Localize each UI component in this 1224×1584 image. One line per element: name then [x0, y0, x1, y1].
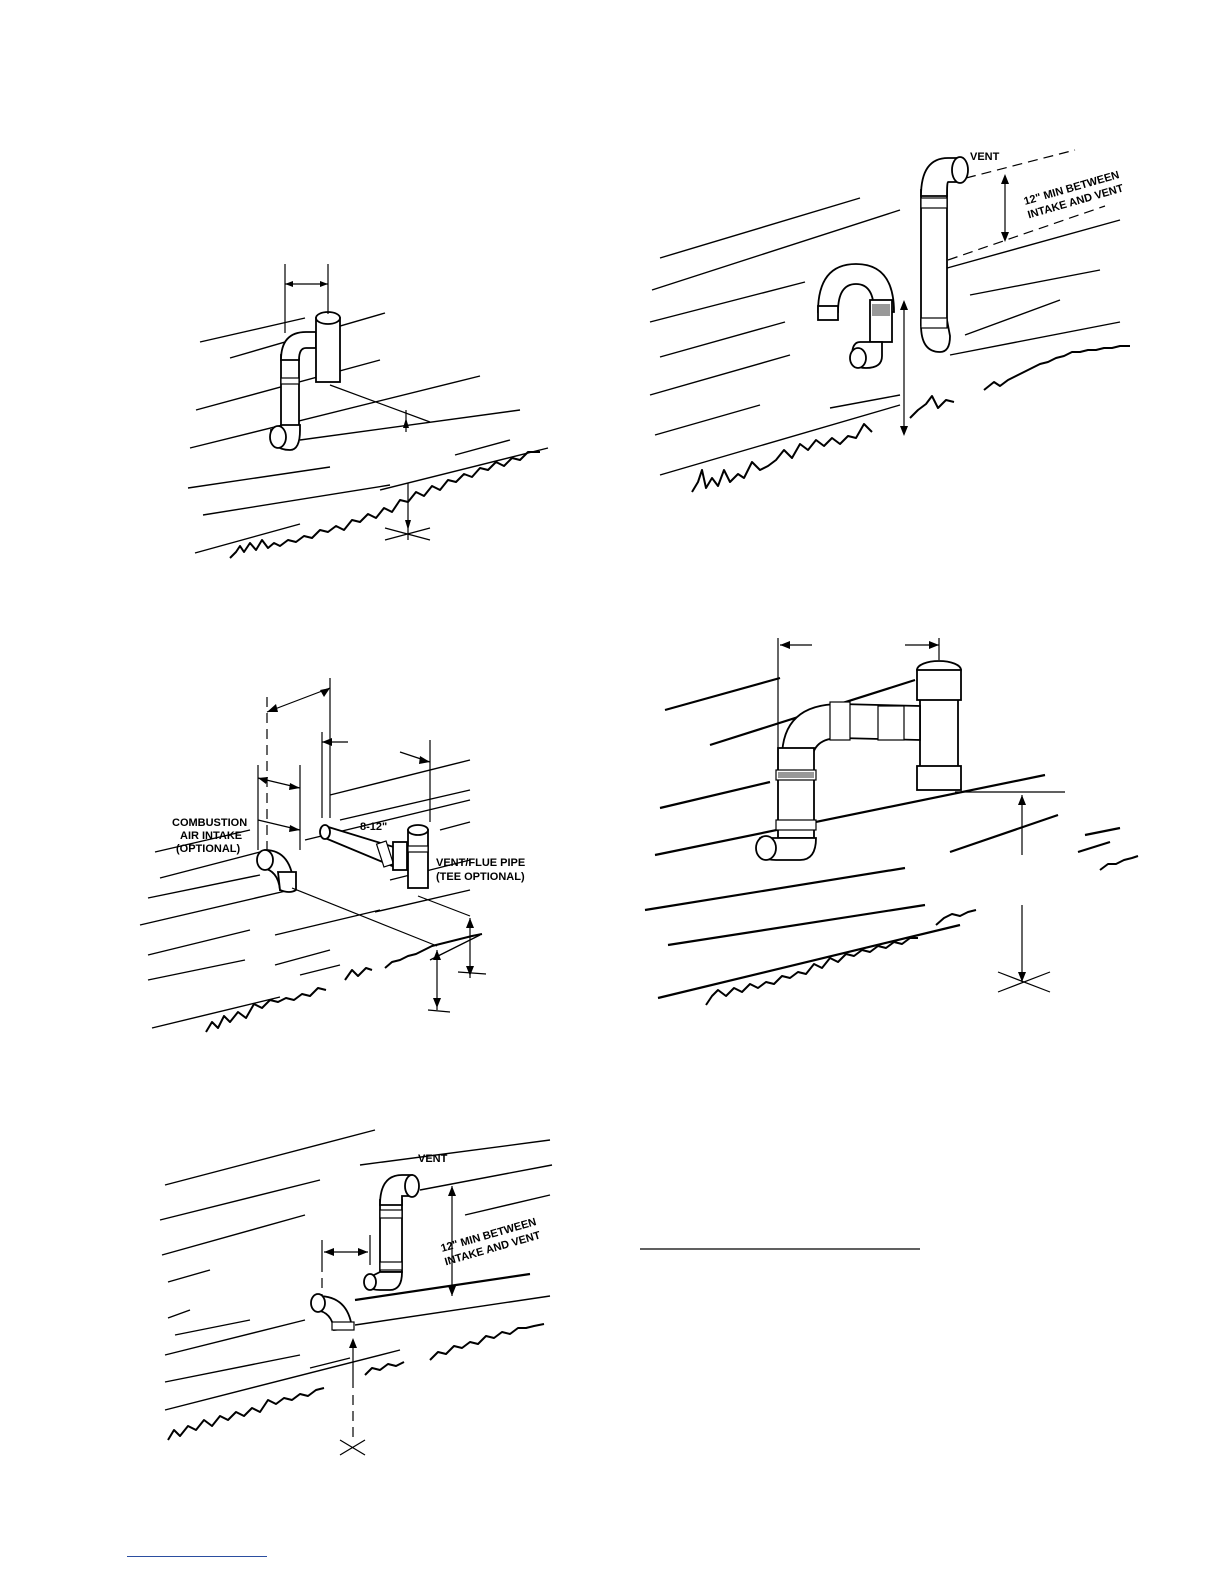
intake-line2: AIR INTAKE — [180, 830, 242, 842]
vent-line2: (TEE OPTIONAL) — [436, 871, 525, 883]
wall-siding-lines — [140, 760, 480, 1028]
vent-flue-pipe — [320, 825, 428, 888]
clearance-label: 12" MIN BETWEEN INTAKE AND VENT — [1023, 169, 1126, 221]
intake-pipe — [311, 1294, 354, 1330]
vent-pipe — [921, 157, 968, 352]
wall-siding-lines — [160, 1130, 552, 1410]
figure-top-right: VENT 12" MIN BETWEEN INTAKE AND VENT — [650, 150, 1130, 492]
ground-grass — [230, 452, 540, 558]
ground-grass-right — [936, 910, 976, 925]
ground-grass-far — [1100, 856, 1138, 870]
footer-rule — [127, 1556, 267, 1557]
ground-grass-right — [365, 1362, 404, 1375]
intake-pipe — [818, 264, 894, 368]
vent-line1: VENT/FLUE PIPE — [436, 857, 525, 869]
ground-grass-far — [385, 934, 482, 968]
figure-middle-right — [645, 638, 1138, 1005]
vent-label: VENT — [970, 151, 1000, 163]
combustion-air-intake-pipe — [257, 850, 296, 892]
ground-grass — [706, 938, 918, 1005]
spacing-label: 8-12" — [360, 821, 387, 833]
ground-grass-far — [984, 346, 1130, 390]
figure-middle-left: 8-12" COMBUSTION AIR INTAKE (OPTIONAL) V… — [140, 678, 525, 1032]
intake-line1: COMBUSTION — [172, 817, 247, 829]
figure-bottom-left: VENT 12" MIN BETWEEN INTAKE AND VENT — [160, 1130, 552, 1455]
vent-pipe — [364, 1175, 419, 1290]
dimension-markers — [900, 174, 1009, 436]
vent-pipe-assembly — [756, 661, 961, 860]
ground-grass-right — [345, 968, 372, 980]
wall-siding-lines — [188, 313, 548, 553]
figure-top-left — [188, 264, 548, 558]
vent-flue-label: VENT/FLUE PIPE (TEE OPTIONAL) — [436, 857, 525, 883]
ground-grass — [168, 1388, 324, 1440]
intake-line3: (OPTIONAL) — [176, 843, 240, 855]
vent-label: VENT — [418, 1153, 448, 1165]
intake-label: COMBUSTION AIR INTAKE (OPTIONAL) — [172, 817, 247, 855]
ground-grass-right — [910, 396, 954, 418]
ground-grass-far — [430, 1324, 544, 1360]
clearance-label: 12" MIN BETWEEN INTAKE AND VENT — [440, 1216, 543, 1268]
